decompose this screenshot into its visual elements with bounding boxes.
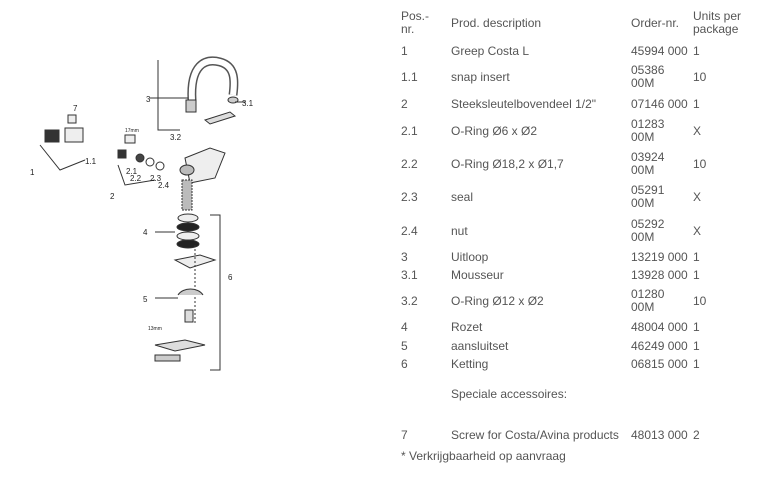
- cell-pos: 5: [401, 338, 408, 353]
- cell-order-number: 03924 00M: [631, 150, 665, 177]
- cell-description: O-Ring Ø6 x Ø2: [451, 123, 538, 138]
- table-row: 2.2 O-Ring Ø18,2 x Ø1,7 03924 00M 10: [398, 148, 759, 180]
- label-5: 5: [143, 295, 148, 304]
- cell-pos: 2.4: [401, 223, 418, 238]
- cell-units: 1: [693, 43, 700, 58]
- label-3: 3: [146, 95, 151, 104]
- cell-units: X: [693, 189, 702, 204]
- cell-description: Mousseur: [451, 268, 504, 282]
- cell-order-number: 46249 000: [631, 338, 688, 353]
- table-row: 6 Ketting 06815 000 1: [398, 355, 759, 373]
- cell-pos: 2.1: [401, 123, 418, 138]
- table-row: 3 Uitloop 13219 000 1: [398, 248, 759, 267]
- table-row: 7 Screw for Costa/Avina products 48013 000…: [398, 415, 759, 455]
- label-3-1: 3.1: [242, 99, 254, 108]
- cell-order-number: 05291 00M: [631, 183, 665, 210]
- cell-description: nut: [451, 223, 468, 238]
- table-row: 4 Rozet 48004 000 1: [398, 318, 759, 337]
- section-row: Speciale accessoires:: [398, 373, 759, 415]
- cell-description: seal: [451, 189, 474, 204]
- cell-units: 1: [693, 356, 700, 371]
- cell-units: 1: [693, 96, 700, 111]
- label-7: 7: [73, 104, 78, 113]
- cell-pos: 4: [401, 320, 408, 334]
- cell-units: 1: [693, 268, 700, 282]
- cell-pos: 1: [401, 43, 408, 58]
- table-row: 2.3 seal 05291 00M X: [398, 180, 759, 214]
- cell-description: Greep Costa L: [451, 43, 530, 58]
- label-2-2: 2.2: [130, 174, 142, 183]
- cell-pos: 2.2: [401, 156, 418, 171]
- table-row: 5 aansluitset 46249 000 1: [398, 337, 759, 355]
- table-row: 3.1 Mousseur 13928 000 1: [398, 267, 759, 284]
- header-order: Order-nr.: [631, 15, 680, 30]
- cell-order-number: 01280 00M: [631, 287, 665, 314]
- cell-units: X: [693, 223, 702, 238]
- cell-description: aansluitset: [451, 338, 509, 353]
- section-label: Speciale accessoires:: [451, 386, 568, 401]
- footnote: * Verkrijgbaarheid op aanvraag: [401, 449, 566, 463]
- label-13mm: 13mm: [148, 326, 162, 332]
- cell-units: 1: [693, 250, 700, 264]
- label-6: 6: [228, 273, 233, 282]
- table-row: 2 Steeksleutelbovendeel 1/2" 07146 000 1: [398, 94, 759, 114]
- cell-pos: 3.2: [401, 293, 418, 308]
- table-row: 1.1 snap insert 05386 00M 10: [398, 60, 759, 94]
- cell-description: Uitloop: [451, 250, 489, 264]
- cell-order-number: 05292 00M: [631, 217, 665, 244]
- label-3-2: 3.2: [170, 133, 182, 142]
- cell-order-number: 13219 000: [631, 250, 688, 264]
- cell-order-number: 13928 000: [631, 268, 688, 282]
- label-1-1: 1.1: [85, 157, 97, 166]
- label-2: 2: [110, 192, 115, 201]
- cell-order-number: 06815 000: [631, 356, 688, 371]
- cell-order-number: 05386 00M: [631, 63, 665, 90]
- table-row: 1 Greep Costa L 45994 000 1: [398, 42, 759, 60]
- cell-pos: 2.3: [401, 189, 418, 204]
- header-description: Prod. description: [451, 15, 542, 30]
- cell-pos: 7: [401, 427, 408, 442]
- cell-order-number: 01283 00M: [631, 117, 665, 144]
- label-2-4: 2.4: [158, 181, 170, 190]
- exploded-view-diagram: 7 1 1.1 2 2.1 2.2 2.3 2.4 3 3.1 3.2 4 5 …: [30, 56, 254, 371]
- label-2-3: 2.3: [150, 174, 162, 183]
- cell-units: 10: [693, 69, 707, 84]
- cell-units: 1: [693, 338, 700, 353]
- table-row: 3.2 O-Ring Ø12 x Ø2 01280 00M 10: [398, 284, 759, 318]
- cell-description: Ketting: [451, 356, 489, 371]
- cell-description: snap insert: [451, 69, 510, 84]
- cell-order-number: 48013 000: [631, 427, 688, 442]
- cell-description: Rozet: [451, 320, 483, 334]
- cell-order-number: 07146 000: [631, 96, 688, 111]
- cell-description: Steeksleutelbovendeel 1/2": [451, 96, 597, 111]
- cell-units: 1: [693, 320, 700, 334]
- header-units: Units per package: [693, 9, 742, 36]
- cell-units: 2: [693, 427, 700, 442]
- label-17mm: 17mm: [125, 128, 139, 134]
- label-4: 4: [143, 228, 148, 237]
- cell-pos: 3.1: [401, 268, 418, 282]
- cell-description: O-Ring Ø12 x Ø2: [451, 293, 544, 308]
- header-pos: Pos.-nr.: [401, 9, 430, 36]
- parts-table: Pos.-nr. Prod. description Order-nr. Uni…: [398, 4, 759, 455]
- label-2-1: 2.1: [126, 167, 138, 176]
- table-row: 2.1 O-Ring Ø6 x Ø2 01283 00M X: [398, 114, 759, 148]
- cell-units: X: [693, 123, 702, 138]
- table-row: 2.4 nut 05292 00M X: [398, 214, 759, 248]
- cell-pos: 1.1: [401, 69, 418, 84]
- cell-pos: 3: [401, 250, 408, 264]
- table-header: Pos.-nr. Prod. description Order-nr. Uni…: [398, 4, 759, 42]
- cell-units: 10: [693, 293, 707, 308]
- cell-order-number: 45994 000: [631, 43, 688, 58]
- cell-description: O-Ring Ø18,2 x Ø1,7: [451, 156, 564, 171]
- cell-pos: 2: [401, 96, 408, 111]
- cell-pos: 6: [401, 356, 408, 371]
- cell-units: 10: [693, 156, 707, 171]
- label-1: 1: [30, 168, 35, 177]
- cell-description: Screw for Costa/Avina products: [451, 427, 619, 442]
- cell-order-number: 48004 000: [631, 320, 688, 334]
